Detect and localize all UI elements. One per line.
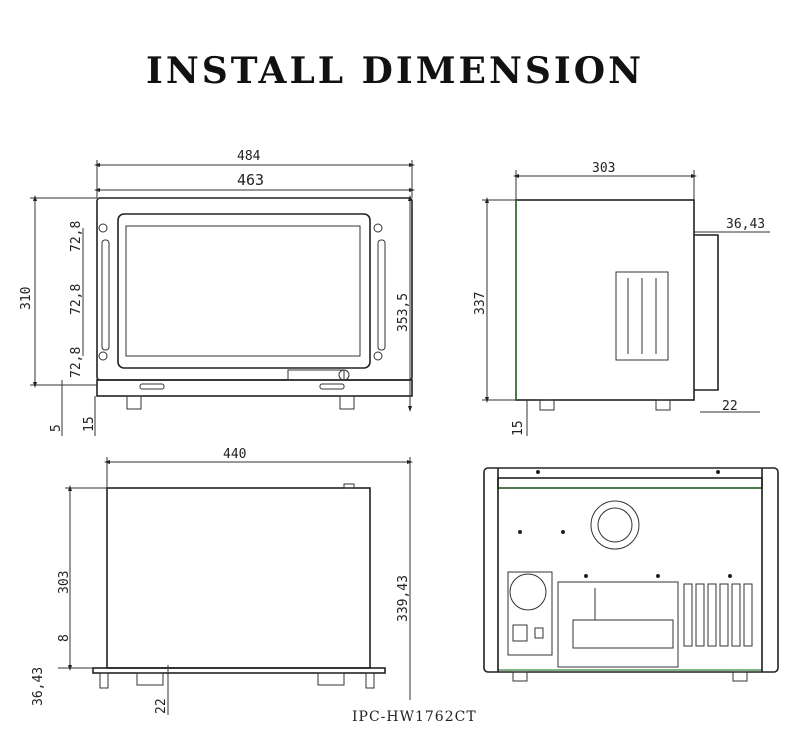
dim-36-43-side: 36,43 bbox=[726, 217, 765, 232]
dim-22-top: 22 bbox=[154, 698, 169, 714]
dim-72-8-top: 72,8 bbox=[69, 221, 84, 252]
dim-353-5: 353,5 bbox=[396, 293, 411, 332]
page-title: INSTALL DIMENSION bbox=[145, 50, 644, 92]
dim-463: 463 bbox=[237, 171, 264, 189]
dim-8: 8 bbox=[57, 634, 72, 642]
expansion-slots bbox=[683, 583, 753, 647]
front-view: 484 463 310 72,8 72,8 72,8 353,5 5 15 bbox=[19, 149, 415, 436]
top-view: 440 303 8 36,43 339,43 22 IPC-HW1762CT bbox=[31, 447, 477, 725]
model-label: IPC-HW1762CT bbox=[352, 709, 477, 725]
dim-303-side: 303 bbox=[592, 161, 615, 176]
dim-15-side: 15 bbox=[511, 420, 526, 436]
dim-22-side: 22 bbox=[722, 399, 738, 414]
dim-484: 484 bbox=[237, 149, 261, 164]
dim-72-8-mid: 72,8 bbox=[69, 284, 84, 315]
dim-337: 337 bbox=[473, 292, 488, 315]
dim-339-43: 339,43 bbox=[396, 575, 411, 622]
dim-440: 440 bbox=[223, 447, 246, 462]
dim-15-front: 15 bbox=[82, 416, 97, 432]
dim-36-43-top: 36,43 bbox=[31, 667, 46, 706]
side-view: 303 36,43 337 22 15 bbox=[473, 161, 770, 436]
dim-310: 310 bbox=[19, 287, 34, 310]
back-view bbox=[483, 467, 779, 682]
dim-5: 5 bbox=[49, 424, 64, 432]
dim-72-8-bottom: 72,8 bbox=[69, 347, 84, 378]
dim-303-top: 303 bbox=[57, 571, 72, 594]
